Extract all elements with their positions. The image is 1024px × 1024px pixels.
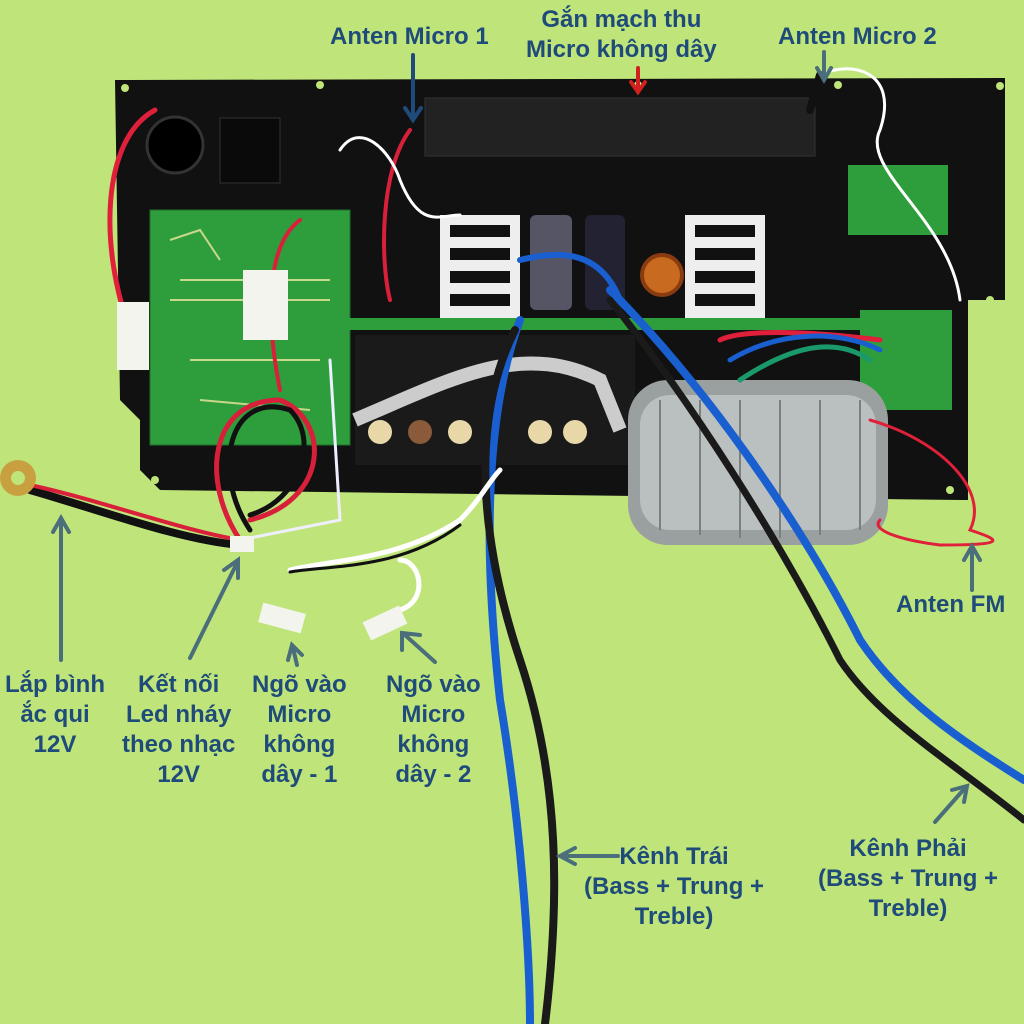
led-connector xyxy=(230,536,254,552)
label-line: (Bass + Trung + xyxy=(818,865,999,892)
capacitor-1 xyxy=(530,215,572,310)
label-line: Micro xyxy=(401,701,466,728)
label-line: Anten FM xyxy=(896,591,1006,618)
potentiometers xyxy=(368,420,587,444)
label-line: dây - 1 xyxy=(261,761,338,788)
label-line: 12V xyxy=(33,731,77,758)
arrow-anten-micro-1 xyxy=(403,53,423,124)
transformer xyxy=(628,380,888,545)
mic1-connector xyxy=(258,602,306,634)
label-anten-fm: Anten FM xyxy=(896,590,1005,620)
arrow-ket-noi-led xyxy=(188,556,240,660)
label-anten-micro-1: Anten Micro 1 xyxy=(330,22,489,52)
label-line: Gắn mạch thu xyxy=(541,6,702,33)
label-kenh-trai: Kênh Trái (Bass + Trung + Treble) xyxy=(584,842,764,932)
label-line: ắc qui xyxy=(20,701,90,728)
label-ket-noi-led: Kết nối Led nháy theo nhạc 12V xyxy=(122,670,235,790)
label-anten-micro-2: Anten Micro 2 xyxy=(778,22,937,52)
power-socket xyxy=(145,115,205,175)
receiver-window xyxy=(424,97,816,157)
label-ngo-vao-2: Ngõ vào Micro không dây - 2 xyxy=(386,670,481,790)
arrow-ngo-vao-2 xyxy=(400,630,437,664)
label-ngo-vao-1: Ngõ vào Micro không dây - 1 xyxy=(252,670,347,790)
toroid-coil xyxy=(640,253,684,297)
arrow-ngo-vao-1 xyxy=(286,641,304,667)
switch-box xyxy=(219,117,281,184)
wires xyxy=(26,67,1024,1024)
label-line: Micro không dây xyxy=(526,36,717,63)
label-line: Led nháy xyxy=(125,701,232,728)
heatsink-left xyxy=(440,215,520,320)
label-gan-mach-thu: Gắn mạch thu Micro không dây xyxy=(526,5,717,65)
annotation-arrows xyxy=(51,50,982,866)
fm-pcb xyxy=(848,165,948,235)
ribbon-cable xyxy=(352,356,627,433)
label-line: Kênh Phải xyxy=(849,835,967,862)
label-line: không xyxy=(263,731,336,758)
label-line: Ngõ vào xyxy=(386,671,481,698)
arrow-anten-fm xyxy=(962,541,982,592)
label-lap-binh: Lắp bình ắc qui 12V xyxy=(5,670,105,760)
white-connector-1 xyxy=(117,302,149,370)
label-kenh-phai: Kênh Phải (Bass + Trung + Treble) xyxy=(818,834,998,924)
label-line: Kết nối xyxy=(138,671,220,698)
arrow-lap-binh xyxy=(51,513,71,662)
arrow-gan-mach xyxy=(629,66,647,96)
label-line: không xyxy=(397,731,470,758)
label-line: dây - 2 xyxy=(395,761,472,788)
arrow-kenh-phai xyxy=(933,783,970,824)
label-line: Micro xyxy=(267,701,332,728)
label-line: Treble) xyxy=(868,895,948,922)
mic2-connector xyxy=(362,605,408,641)
label-line: Kênh Trái xyxy=(619,843,729,870)
heatsink-right xyxy=(685,215,765,320)
arrow-anten-micro-2 xyxy=(815,50,833,84)
label-line: Lắp bình xyxy=(5,671,105,698)
label-line: (Bass + Trung + xyxy=(584,873,765,900)
plate-holes xyxy=(121,81,1004,494)
label-line: Treble) xyxy=(634,903,714,930)
label-line: 12V xyxy=(157,761,201,788)
label-line: Ngõ vào xyxy=(252,671,347,698)
label-line: Anten Micro 2 xyxy=(778,23,937,50)
label-line: theo nhạc xyxy=(122,731,236,758)
terminal-hole xyxy=(11,471,25,485)
arrow-kenh-trai xyxy=(555,846,620,866)
label-line: Anten Micro 1 xyxy=(330,23,489,50)
white-connector-2 xyxy=(243,270,288,340)
